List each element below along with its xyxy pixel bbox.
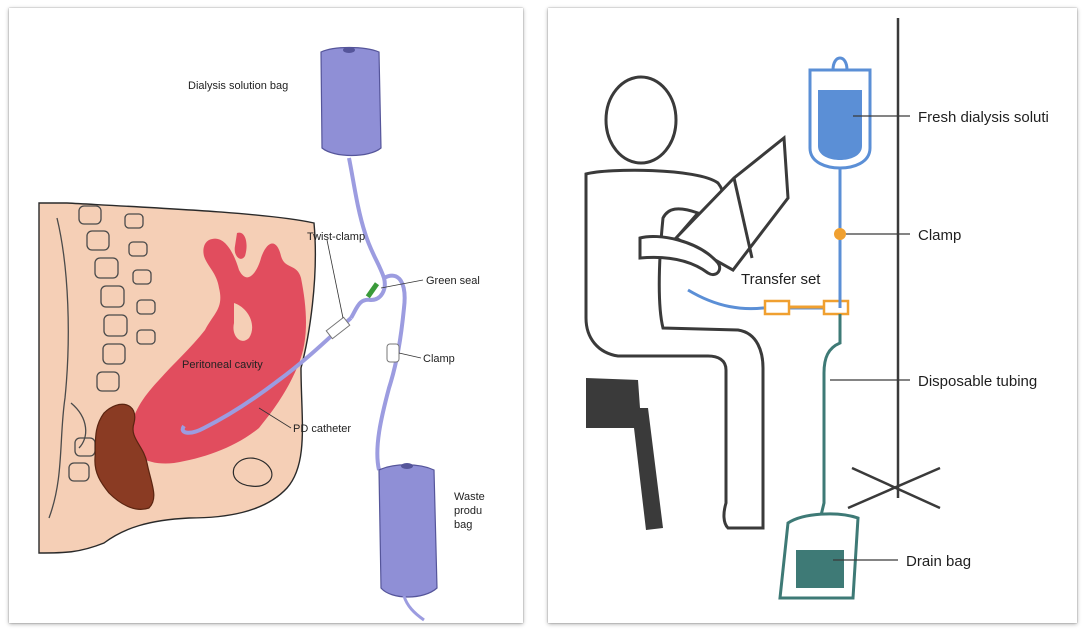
bag-port <box>343 47 355 53</box>
label-twist-clamp: Twist-clamp <box>307 231 365 243</box>
label-waste-bag-line1: Waste <box>454 491 485 503</box>
bag-hanger <box>833 58 847 70</box>
label-fresh-dialysis-solution: Fresh dialysis soluti <box>918 109 1049 126</box>
drain-fluid <box>796 550 844 588</box>
peritoneal-dialysis-setup-diagram: Fresh dialysis soluti Clamp Transfer set… <box>548 8 1077 623</box>
dialysis-solution-bag <box>321 48 381 156</box>
waste-product-bag <box>379 465 437 597</box>
label-disposable-tubing: Disposable tubing <box>918 373 1037 390</box>
green-seal <box>366 282 379 298</box>
right-illustration-panel: Fresh dialysis soluti Clamp Transfer set… <box>548 8 1077 623</box>
label-pd-catheter: PD catheter <box>293 423 351 435</box>
label-waste-bag-line2: produ <box>454 505 482 517</box>
waste-bag-port <box>401 463 413 469</box>
twist-clamp <box>326 317 349 338</box>
clamp-dot <box>834 228 846 240</box>
waste-bag-tail <box>404 596 424 620</box>
peritoneal-dialysis-anatomy-diagram: Dialysis solution bag Twist-clamp Green … <box>9 8 523 623</box>
left-illustration-panel: Dialysis solution bag Twist-clamp Green … <box>9 8 523 623</box>
label-clamp: Clamp <box>423 353 455 365</box>
roller-clamp <box>387 344 399 362</box>
label-clamp: Clamp <box>918 227 961 244</box>
label-waste-bag-line3: bag <box>454 519 472 531</box>
person-head <box>606 77 676 163</box>
transfer-connector-1 <box>765 301 789 314</box>
transfer-connector-2 <box>824 301 848 314</box>
label-green-seal: Green seal <box>426 275 480 287</box>
drain-tubing <box>377 276 404 470</box>
label-drain-bag: Drain bag <box>906 553 971 570</box>
fresh-solution-fluid <box>818 90 862 160</box>
label-transfer-set: Transfer set <box>741 271 821 288</box>
chair <box>586 378 663 530</box>
label-dialysis-solution-bag: Dialysis solution bag <box>188 80 288 92</box>
disposable-tubing <box>818 314 840 528</box>
label-peritoneal-cavity: Peritoneal cavity <box>182 359 263 371</box>
